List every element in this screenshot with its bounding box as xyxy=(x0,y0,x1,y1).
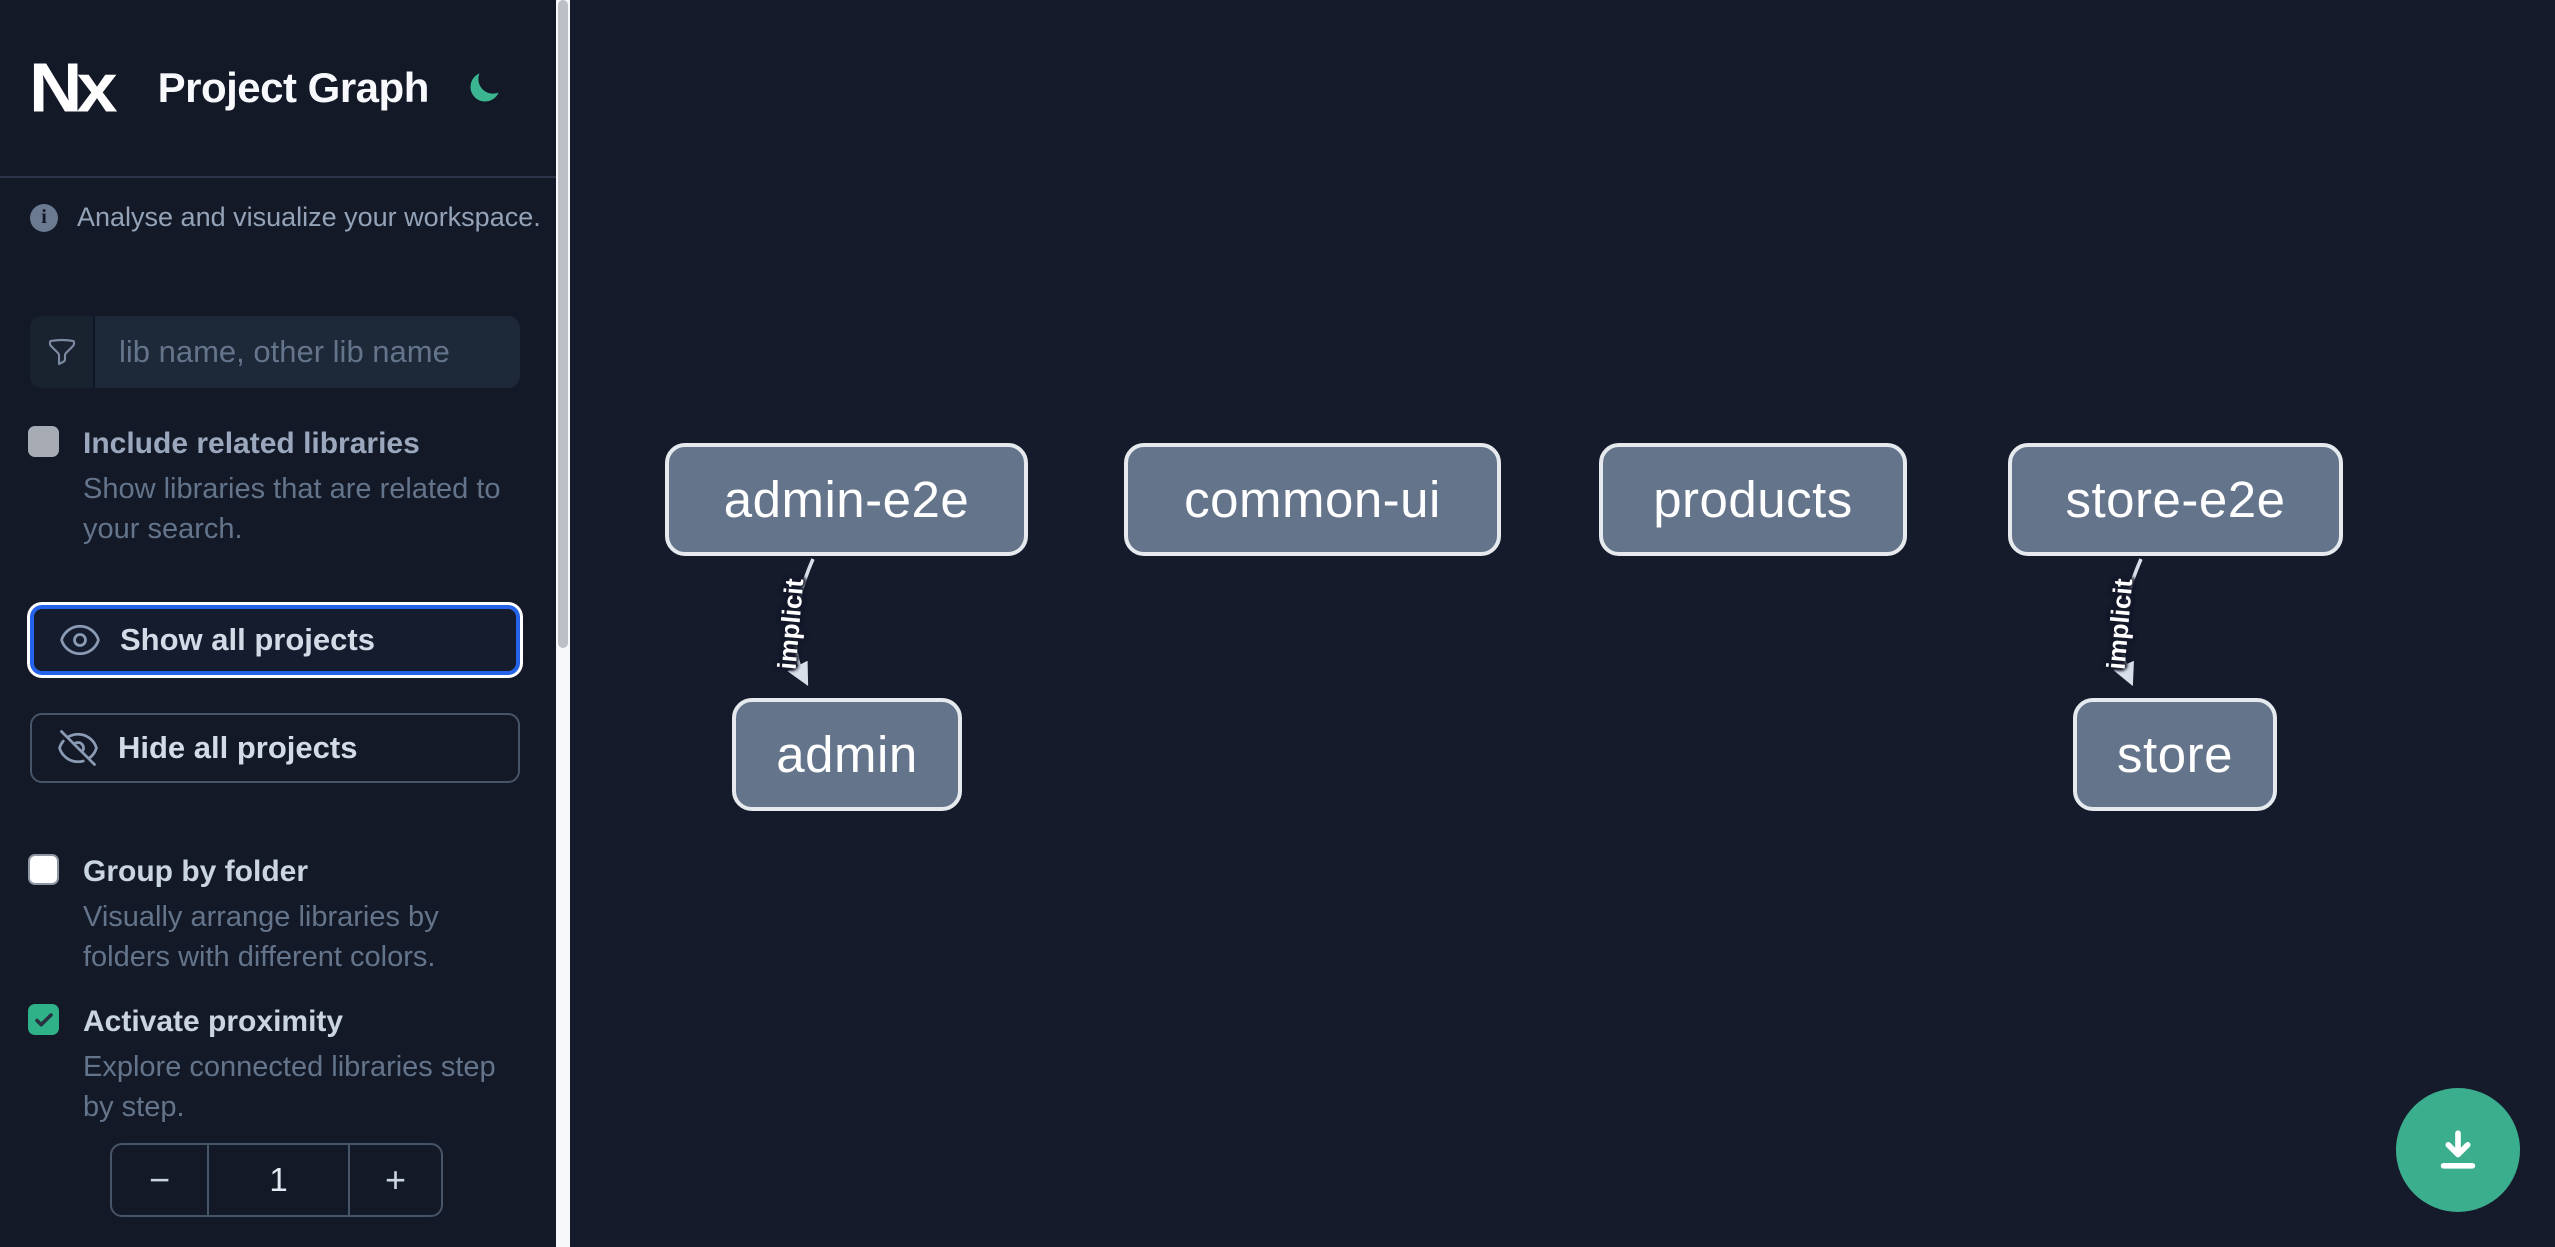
graph-node-store-e2e[interactable]: store-e2e xyxy=(2008,443,2343,556)
graph-node-products[interactable]: products xyxy=(1599,443,1907,556)
option-label: Activate proximity xyxy=(83,1005,344,1038)
tagline-row: i Analyse and visualize your workspace. xyxy=(30,202,541,233)
page-title: Project Graph xyxy=(157,64,430,111)
graph-node-admin-e2e[interactable]: admin-e2e xyxy=(665,443,1028,556)
eye-icon xyxy=(58,618,102,662)
funnel-icon xyxy=(30,316,95,388)
tagline-text: Analyse and visualize your workspace. xyxy=(77,202,541,232)
eye-slash-icon xyxy=(56,726,100,770)
sidebar-scrollbar-thumb[interactable] xyxy=(558,0,568,648)
search-box xyxy=(30,316,520,388)
theme-toggle-button[interactable] xyxy=(464,68,504,108)
option-group-by-folder: Group by folder Visually arrange librari… xyxy=(28,852,439,977)
hide-all-projects-button[interactable]: Hide all projects xyxy=(30,713,520,783)
moon-icon xyxy=(470,73,499,102)
sidebar-header: Nx Project Graph xyxy=(0,0,556,178)
graph-node-admin[interactable]: admin xyxy=(732,698,962,811)
download-graph-button[interactable] xyxy=(2396,1088,2520,1212)
search-input[interactable] xyxy=(95,316,520,388)
depth-value[interactable]: 1 xyxy=(207,1145,350,1215)
graph-canvas[interactable] xyxy=(570,0,2555,1247)
option-label: Group by folder xyxy=(83,855,308,888)
check-icon xyxy=(34,1012,53,1026)
decrement-button[interactable]: − xyxy=(148,1159,171,1200)
button-label: Show all projects xyxy=(120,622,375,657)
option-activate-proximity: Activate proximity Explore connected lib… xyxy=(28,1002,496,1127)
option-include-related: Include related libraries Show libraries… xyxy=(28,424,501,549)
info-icon: i xyxy=(30,203,58,232)
download-icon xyxy=(2440,1130,2476,1169)
option-description: Visually arrange libraries by folders wi… xyxy=(83,901,439,973)
proximity-depth-stepper: − 1 + xyxy=(110,1143,443,1217)
group-by-folder-checkbox[interactable] xyxy=(28,854,59,885)
option-label: Include related libraries xyxy=(83,427,420,460)
graph-node-store[interactable]: store xyxy=(2073,698,2277,811)
nx-logo: Nx xyxy=(29,48,118,127)
increment-button[interactable]: + xyxy=(384,1159,407,1200)
sidebar-scrollbar-track xyxy=(556,0,570,1247)
activate-proximity-checkbox[interactable] xyxy=(28,1004,59,1035)
option-description: Show libraries that are related to your … xyxy=(83,473,501,545)
button-label: Hide all projects xyxy=(118,730,358,765)
show-all-projects-button[interactable]: Show all projects xyxy=(30,605,520,675)
include-related-checkbox[interactable] xyxy=(28,426,59,457)
graph-node-common-ui[interactable]: common-ui xyxy=(1124,443,1501,556)
option-description: Explore connected libraries step by step… xyxy=(83,1051,496,1123)
sidebar: Nx Project Graph i Analyse and visualize… xyxy=(0,0,556,1247)
